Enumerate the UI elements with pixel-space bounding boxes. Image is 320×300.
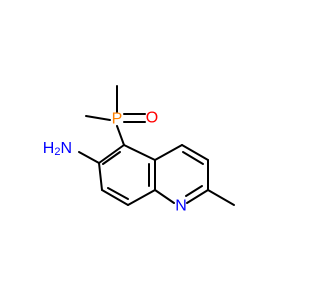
bond-c4a-c4 bbox=[154, 144, 183, 161]
bond-c2-n1-inner bbox=[185, 185, 203, 197]
phosphorus-label: P bbox=[112, 111, 123, 128]
bond-n1-c8a bbox=[154, 189, 175, 204]
bond-c4a-c5 bbox=[123, 144, 156, 161]
bond-c5-c6 bbox=[98, 144, 125, 164]
bond-c7-c8 bbox=[101, 189, 129, 206]
bond-c4-c3 bbox=[181, 144, 209, 161]
bond-lines bbox=[78, 85, 235, 206]
ring-nitrogen-label: N bbox=[175, 198, 187, 215]
atom-labels: P O H2N N bbox=[43, 110, 187, 215]
amine-label: H2N bbox=[43, 140, 72, 159]
bond-p-ring bbox=[116, 125, 125, 146]
bond-c7-c8-inner bbox=[107, 187, 129, 200]
bond-c4-c3-inner bbox=[182, 151, 204, 165]
bond-c2-methyl bbox=[207, 189, 235, 206]
bond-c6-amine bbox=[78, 151, 100, 164]
bond-c5-c6-inner bbox=[102, 151, 121, 165]
oxygen-label: O bbox=[146, 110, 158, 127]
bond-c2-n1 bbox=[186, 189, 209, 204]
bond-p-methyl-left bbox=[85, 115, 111, 121]
bond-c8-c8a bbox=[127, 189, 156, 206]
bond-c6-c7 bbox=[98, 162, 103, 191]
molecule-structure: P O H2N N bbox=[43, 85, 235, 215]
